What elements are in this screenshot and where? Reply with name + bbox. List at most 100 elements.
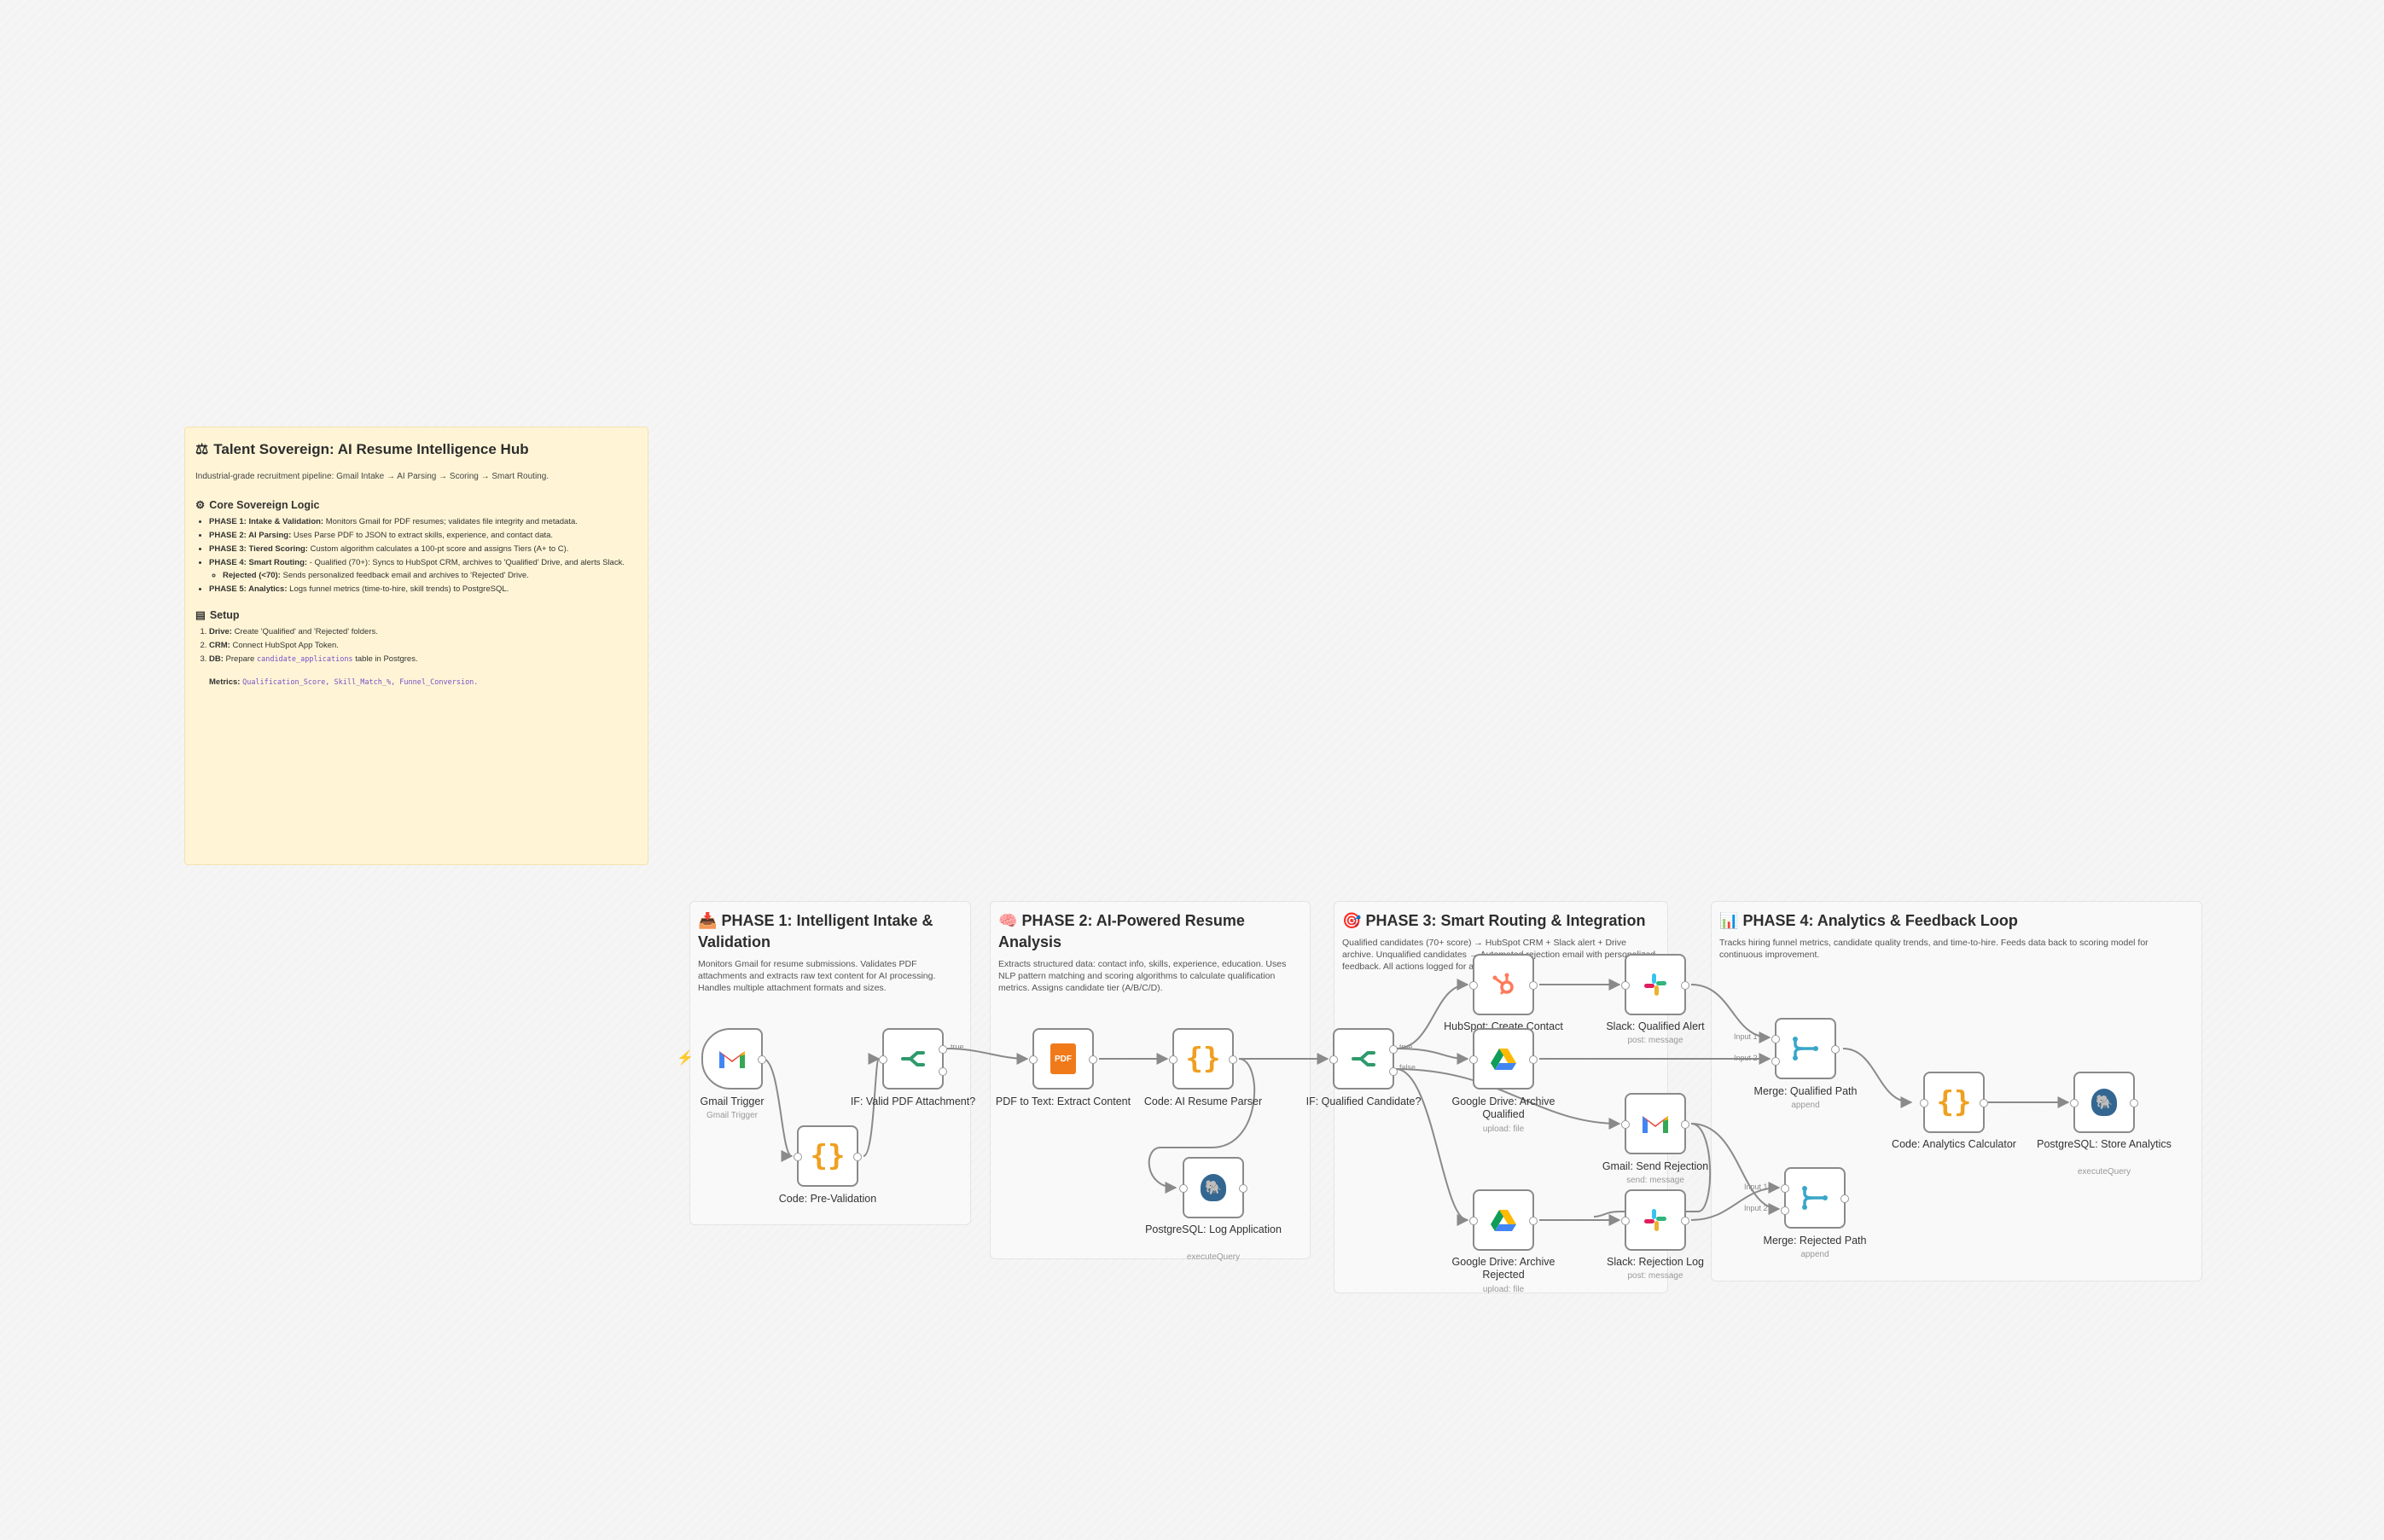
true-output-port[interactable] xyxy=(939,1045,947,1054)
input-2-port[interactable] xyxy=(1781,1206,1789,1215)
logic-subitem-label: Rejected (<70): xyxy=(223,571,281,580)
brain-icon: 🧠 xyxy=(998,912,1018,929)
output-port[interactable] xyxy=(1089,1055,1097,1064)
input-port[interactable] xyxy=(1029,1055,1038,1064)
logic-item-label: PHASE 1: Intake & Validation: xyxy=(209,517,324,526)
input-1-port[interactable] xyxy=(1781,1184,1789,1193)
output-port[interactable] xyxy=(1831,1045,1840,1054)
setup-heading: ▤ Setup xyxy=(195,608,637,622)
input-port[interactable] xyxy=(1621,981,1630,990)
output-port[interactable] xyxy=(1681,1120,1689,1129)
pg-log-application-node[interactable]: 🐘 xyxy=(1179,1157,1247,1218)
note-title-text: Talent Sovereign: AI Resume Intelligence… xyxy=(213,441,529,457)
setup-item-label: DB: xyxy=(209,654,224,664)
node-label: IF: Valid PDF Attachment? xyxy=(850,1095,976,1107)
code-analytics-node[interactable]: {} xyxy=(1920,1072,1988,1133)
gmail-send-rejection-node[interactable] xyxy=(1621,1093,1689,1154)
output-port[interactable] xyxy=(2130,1099,2138,1107)
input-port[interactable] xyxy=(1621,1120,1630,1129)
sticky-note[interactable]: ⚖ Talent Sovereign: AI Resume Intelligen… xyxy=(184,427,648,865)
logic-item-text: Logs funnel metrics (time-to-hire, skill… xyxy=(287,584,509,594)
input-port[interactable] xyxy=(1469,981,1478,990)
code-prevalidation-node[interactable]: {} xyxy=(794,1125,862,1187)
gmail-icon xyxy=(719,1051,745,1068)
phase-3-title: 🎯 PHASE 3: Smart Routing & Integration xyxy=(1342,910,1660,932)
edge-label-false: false xyxy=(1399,1063,1416,1072)
input-port[interactable] xyxy=(879,1055,887,1064)
postgresql-elephant-icon: 🐘 xyxy=(2091,1089,2117,1116)
slack-rejection-log-node[interactable] xyxy=(1621,1189,1689,1251)
input-2-port[interactable] xyxy=(1771,1057,1780,1066)
edge-label-true: true xyxy=(1399,1043,1413,1051)
gdrive-archive-rejected-node[interactable] xyxy=(1469,1189,1538,1251)
logic-item: PHASE 3: Tiered Scoring: Custom algorith… xyxy=(209,543,637,555)
output-port[interactable] xyxy=(1529,1055,1538,1064)
gdrive-archive-qualified-node[interactable] xyxy=(1469,1028,1538,1090)
output-port[interactable] xyxy=(1239,1184,1247,1193)
edge-label-true: true xyxy=(951,1043,964,1051)
node-sublabel: append xyxy=(1800,1250,1829,1259)
node-label: Gmail Trigger xyxy=(700,1095,765,1107)
hubspot-icon xyxy=(1492,973,1514,995)
input-1-port[interactable] xyxy=(1771,1035,1780,1043)
output-port[interactable] xyxy=(853,1153,862,1161)
edge-label-input1: Input 1 xyxy=(1744,1183,1768,1191)
logic-list: PHASE 1: Intake & Validation: Monitors G… xyxy=(195,516,637,595)
input-port[interactable] xyxy=(1621,1217,1630,1225)
true-output-port[interactable] xyxy=(1389,1045,1398,1054)
output-port[interactable] xyxy=(1681,981,1689,990)
logic-item-text: Custom algorithm calculates a 100-pt sco… xyxy=(307,544,569,554)
if-qualified-node[interactable] xyxy=(1329,1028,1398,1090)
hubspot-create-contact-node[interactable] xyxy=(1469,954,1538,1015)
output-port[interactable] xyxy=(1681,1217,1689,1225)
logic-item: PHASE 1: Intake & Validation: Monitors G… xyxy=(209,516,637,527)
gmail-trigger-node[interactable] xyxy=(701,1028,766,1090)
target-icon: 🎯 xyxy=(1342,912,1362,929)
node-label: PostgreSQL: Store Analytics xyxy=(2037,1138,2172,1150)
phase-4-title: 📊 PHASE 4: Analytics & Feedback Loop xyxy=(1719,910,2194,932)
output-port[interactable] xyxy=(1529,1217,1538,1225)
output-port[interactable] xyxy=(1529,981,1538,990)
slack-qualified-alert-node[interactable] xyxy=(1621,954,1689,1015)
node-sublabel: upload: file xyxy=(1482,1124,1525,1134)
output-port[interactable] xyxy=(758,1055,766,1064)
node-sublabel: upload: file xyxy=(1482,1285,1525,1294)
input-port[interactable] xyxy=(1469,1217,1478,1225)
merge-qualified-path-node[interactable] xyxy=(1771,1018,1840,1079)
input-port[interactable] xyxy=(2070,1099,2079,1107)
output-port[interactable] xyxy=(1229,1055,1237,1064)
merge-icon xyxy=(1793,1037,1818,1061)
node-sublabel: post: message xyxy=(1627,1036,1683,1045)
input-port[interactable] xyxy=(794,1153,802,1161)
google-drive-icon xyxy=(1491,1049,1516,1070)
pdf-to-text-node[interactable]: PDF xyxy=(1029,1028,1097,1090)
logic-sublist: Rejected (<70): Sends personalized feedb… xyxy=(209,570,637,581)
logic-heading: ⚙ Core Sovereign Logic xyxy=(195,498,637,512)
false-output-port[interactable] xyxy=(939,1067,947,1076)
input-port[interactable] xyxy=(1469,1055,1478,1064)
node-sublabel: executeQuery xyxy=(2077,1167,2131,1177)
pg-store-analytics-node[interactable]: 🐘 xyxy=(2070,1072,2138,1133)
phase-4-desc: Tracks hiring funnel metrics, candidate … xyxy=(1719,938,2149,960)
input-port[interactable] xyxy=(1179,1184,1188,1193)
setup-item-text: Create 'Qualified' and 'Rejected' folder… xyxy=(231,627,378,636)
if-valid-pdf-node[interactable] xyxy=(879,1028,947,1090)
output-port[interactable] xyxy=(1980,1099,1988,1107)
code-braces-icon: {} xyxy=(1185,1042,1221,1076)
phase-1-title: 📥 PHASE 1: Intelligent Intake & Validati… xyxy=(698,910,962,953)
input-port[interactable] xyxy=(1169,1055,1177,1064)
setup-item: DB: Prepare candidate_applications table… xyxy=(209,654,637,665)
setup-heading-text: Setup xyxy=(209,608,240,621)
phase-2-title: 🧠 PHASE 2: AI-Powered Resume Analysis xyxy=(998,910,1302,953)
false-output-port[interactable] xyxy=(1389,1067,1398,1076)
setup-item-label: CRM: xyxy=(209,641,230,650)
input-port[interactable] xyxy=(1329,1055,1338,1064)
input-port[interactable] xyxy=(1920,1099,1928,1107)
metrics-label: Metrics: xyxy=(209,677,241,687)
code-ai-parser-node[interactable]: {} xyxy=(1169,1028,1237,1090)
output-port[interactable] xyxy=(1840,1194,1849,1203)
merge-rejected-path-node[interactable] xyxy=(1781,1167,1849,1229)
logic-item-label: PHASE 4: Smart Routing: xyxy=(209,558,308,567)
node-label: Google Drive: Archive Rejected xyxy=(1451,1256,1555,1281)
